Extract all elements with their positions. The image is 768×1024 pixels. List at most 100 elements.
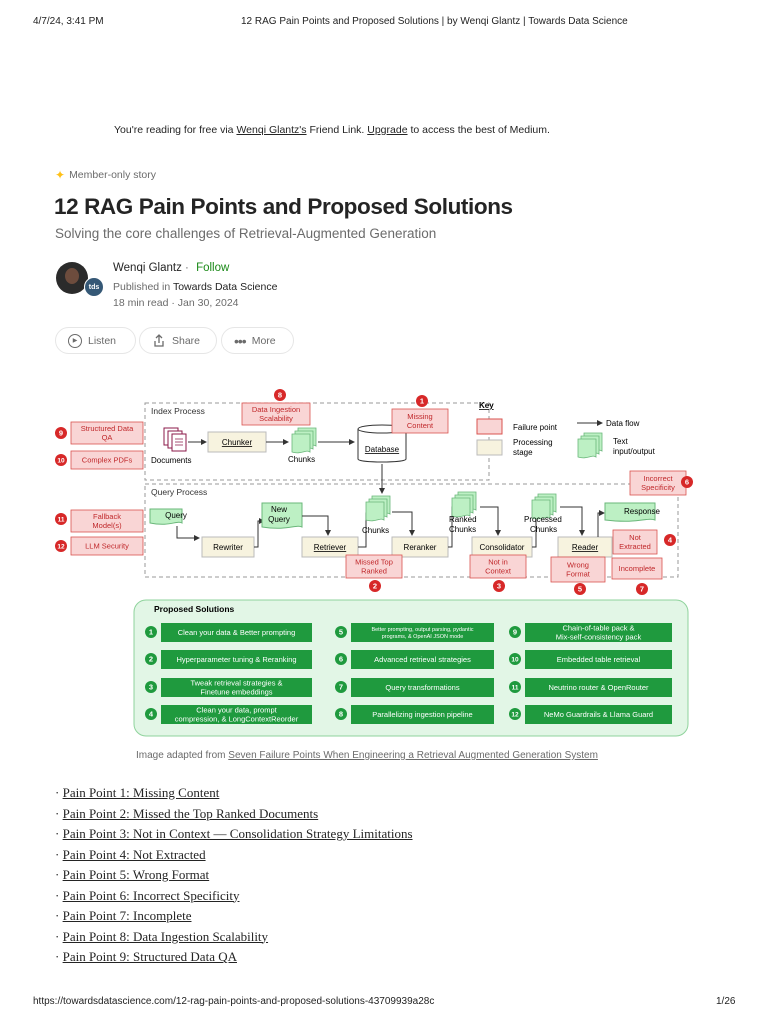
number-badge-text: 7 xyxy=(640,585,644,594)
toc-link[interactable]: Pain Point 1: Missing Content xyxy=(62,785,220,800)
solution-box xyxy=(161,705,312,724)
author-friend-link[interactable]: Wenqi Glantz's xyxy=(236,124,307,136)
failure-label: Incorrect xyxy=(643,474,673,483)
number-badge-text: 12 xyxy=(57,544,65,551)
number-badge xyxy=(509,653,521,665)
failure-label: Complex PDFs xyxy=(82,456,133,465)
index-process-label: Index Process xyxy=(151,406,205,416)
failure-label: Missed Top xyxy=(355,558,393,567)
publication-badge[interactable]: tds xyxy=(84,277,104,297)
toc-bullet: · xyxy=(55,867,63,882)
number-badge xyxy=(145,681,157,693)
number-badge xyxy=(509,681,521,693)
solution-box xyxy=(525,705,672,724)
toc-bullet: · xyxy=(55,928,63,944)
number-badge xyxy=(416,395,428,407)
number-badge-text: 6 xyxy=(685,478,689,487)
number-badge-text: 1 xyxy=(149,628,153,637)
toc-link[interactable]: Pain Point 7: Incomplete xyxy=(62,908,192,923)
number-badge xyxy=(369,580,381,592)
toc-link[interactable]: Pain Point 6: Incorrect Specificity xyxy=(62,887,240,903)
publication-link[interactable]: Towards Data Science xyxy=(172,281,278,293)
number-badge xyxy=(55,427,67,439)
upgrade-link[interactable]: Upgrade xyxy=(367,124,408,136)
ellipsis-icon: ••• xyxy=(234,332,247,349)
number-badge-text: 3 xyxy=(497,582,501,591)
retrieved-chunks-icon xyxy=(365,495,391,522)
caption-source-link[interactable]: Seven Failure Points When Engineering a … xyxy=(228,750,598,761)
number-badge-text: 3 xyxy=(149,683,153,692)
share-icon xyxy=(154,333,164,347)
banner-prefix: You're reading for free via xyxy=(114,124,237,136)
print-datetime: 4/7/24, 3:41 PM xyxy=(33,16,104,27)
key-text-line-2: input/output xyxy=(613,447,656,456)
print-page-number: 1/26 xyxy=(716,996,736,1007)
flow-arrow xyxy=(254,518,265,548)
publication-row: Published in Towards Data Science xyxy=(113,281,277,293)
author-row: Wenqi Glantz · Follow xyxy=(113,262,229,274)
toc-link[interactable]: Pain Point 8: Data Ingestion Scalability xyxy=(62,928,269,944)
number-badge-text: 1 xyxy=(420,397,424,406)
solution-box xyxy=(351,650,494,669)
more-button[interactable]: ••• More xyxy=(221,327,294,354)
response-doc-icon xyxy=(604,502,656,522)
failure-label: Ranked xyxy=(361,567,387,576)
solution-box xyxy=(351,705,494,724)
member-only-text: Member-only story xyxy=(69,169,157,181)
failure-label: Incomplete xyxy=(619,564,656,573)
chunker-label: Chunker xyxy=(222,438,253,447)
number-badge-text: 4 xyxy=(149,710,154,719)
key-flow-label: Data flow xyxy=(606,419,640,428)
toc-link[interactable]: Pain Point 4: Not Extracted xyxy=(62,846,206,862)
print-url: https://towardsdatascience.com/12-rag-pa… xyxy=(33,996,435,1007)
toc-link[interactable]: Pain Point 9: Structured Data QA xyxy=(62,949,237,964)
author-avatar[interactable] xyxy=(56,262,88,294)
solution-label: Finetune embeddings xyxy=(200,688,272,697)
solution-box xyxy=(525,650,672,669)
failure-label: Format xyxy=(566,570,591,579)
failure-label: LLM Security xyxy=(85,542,129,551)
toc-bullet: · xyxy=(55,785,63,800)
failure-label: Structured Data xyxy=(81,424,134,433)
toc-link[interactable]: Pain Point 2: Missed the Top Ranked Docu… xyxy=(62,805,319,821)
new-query-line-2: Query xyxy=(268,515,290,524)
failure-point-7: Incomplete 7 xyxy=(611,557,663,595)
solution-box xyxy=(525,678,672,697)
key-text-io-icon xyxy=(577,432,603,459)
number-badge xyxy=(145,626,157,638)
number-badge-text: 4 xyxy=(668,536,673,545)
listen-label: Listen xyxy=(88,334,117,347)
listen-button[interactable]: ▶ Listen xyxy=(55,327,136,354)
failure-box xyxy=(550,556,606,583)
toc-bullet: · xyxy=(55,908,63,923)
number-badge-text: 8 xyxy=(278,391,282,400)
new-query-line-1: New xyxy=(271,505,287,514)
ranked-chunks-line-2: Chunks xyxy=(449,525,476,534)
failure-label: Extracted xyxy=(619,542,651,551)
solution-box xyxy=(161,623,312,642)
follow-button[interactable]: Follow xyxy=(196,262,230,274)
toc-item: · Pain Point 7: Incomplete xyxy=(55,907,413,928)
failure-point-12: LLM Security 12 xyxy=(55,536,144,556)
toc-link[interactable]: Pain Point 5: Wrong Format xyxy=(62,867,210,882)
failure-box xyxy=(612,529,658,555)
flow-arrow xyxy=(392,511,415,536)
processed-chunks-line-1: Processed xyxy=(524,515,562,524)
author-name[interactable]: Wenqi Glantz xyxy=(113,262,182,274)
documents-label: Documents xyxy=(151,456,191,465)
toc-link[interactable]: Pain Point 3: Not in Context — Consolida… xyxy=(62,826,413,841)
solution-label: Query transformations xyxy=(385,683,459,692)
print-doc-title: 12 RAG Pain Points and Proposed Solution… xyxy=(241,16,628,27)
solution-label: Better prompting, output parsing, pydant… xyxy=(371,627,473,633)
dot-separator: · xyxy=(185,262,189,274)
flow-arrow xyxy=(302,515,331,536)
share-button[interactable]: Share xyxy=(139,327,217,354)
